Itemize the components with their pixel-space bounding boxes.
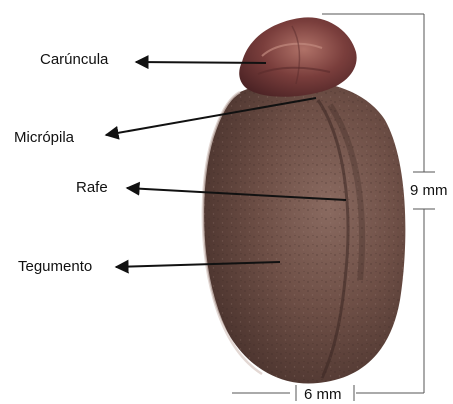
label-micropila: Micrópila [14,129,74,147]
label-caruncula: Carúncula [40,51,108,69]
seed-body [203,81,406,384]
seed-coat-texture [203,81,406,384]
arrow-caruncula [136,62,266,63]
label-tegumento: Tegumento [18,258,92,276]
width-measure-label: 6 mm [302,386,344,404]
height-measure-label: 9 mm [408,182,450,200]
caruncle [239,17,356,96]
caruncle-shape [239,17,356,96]
label-rafe: Rafe [76,179,108,197]
